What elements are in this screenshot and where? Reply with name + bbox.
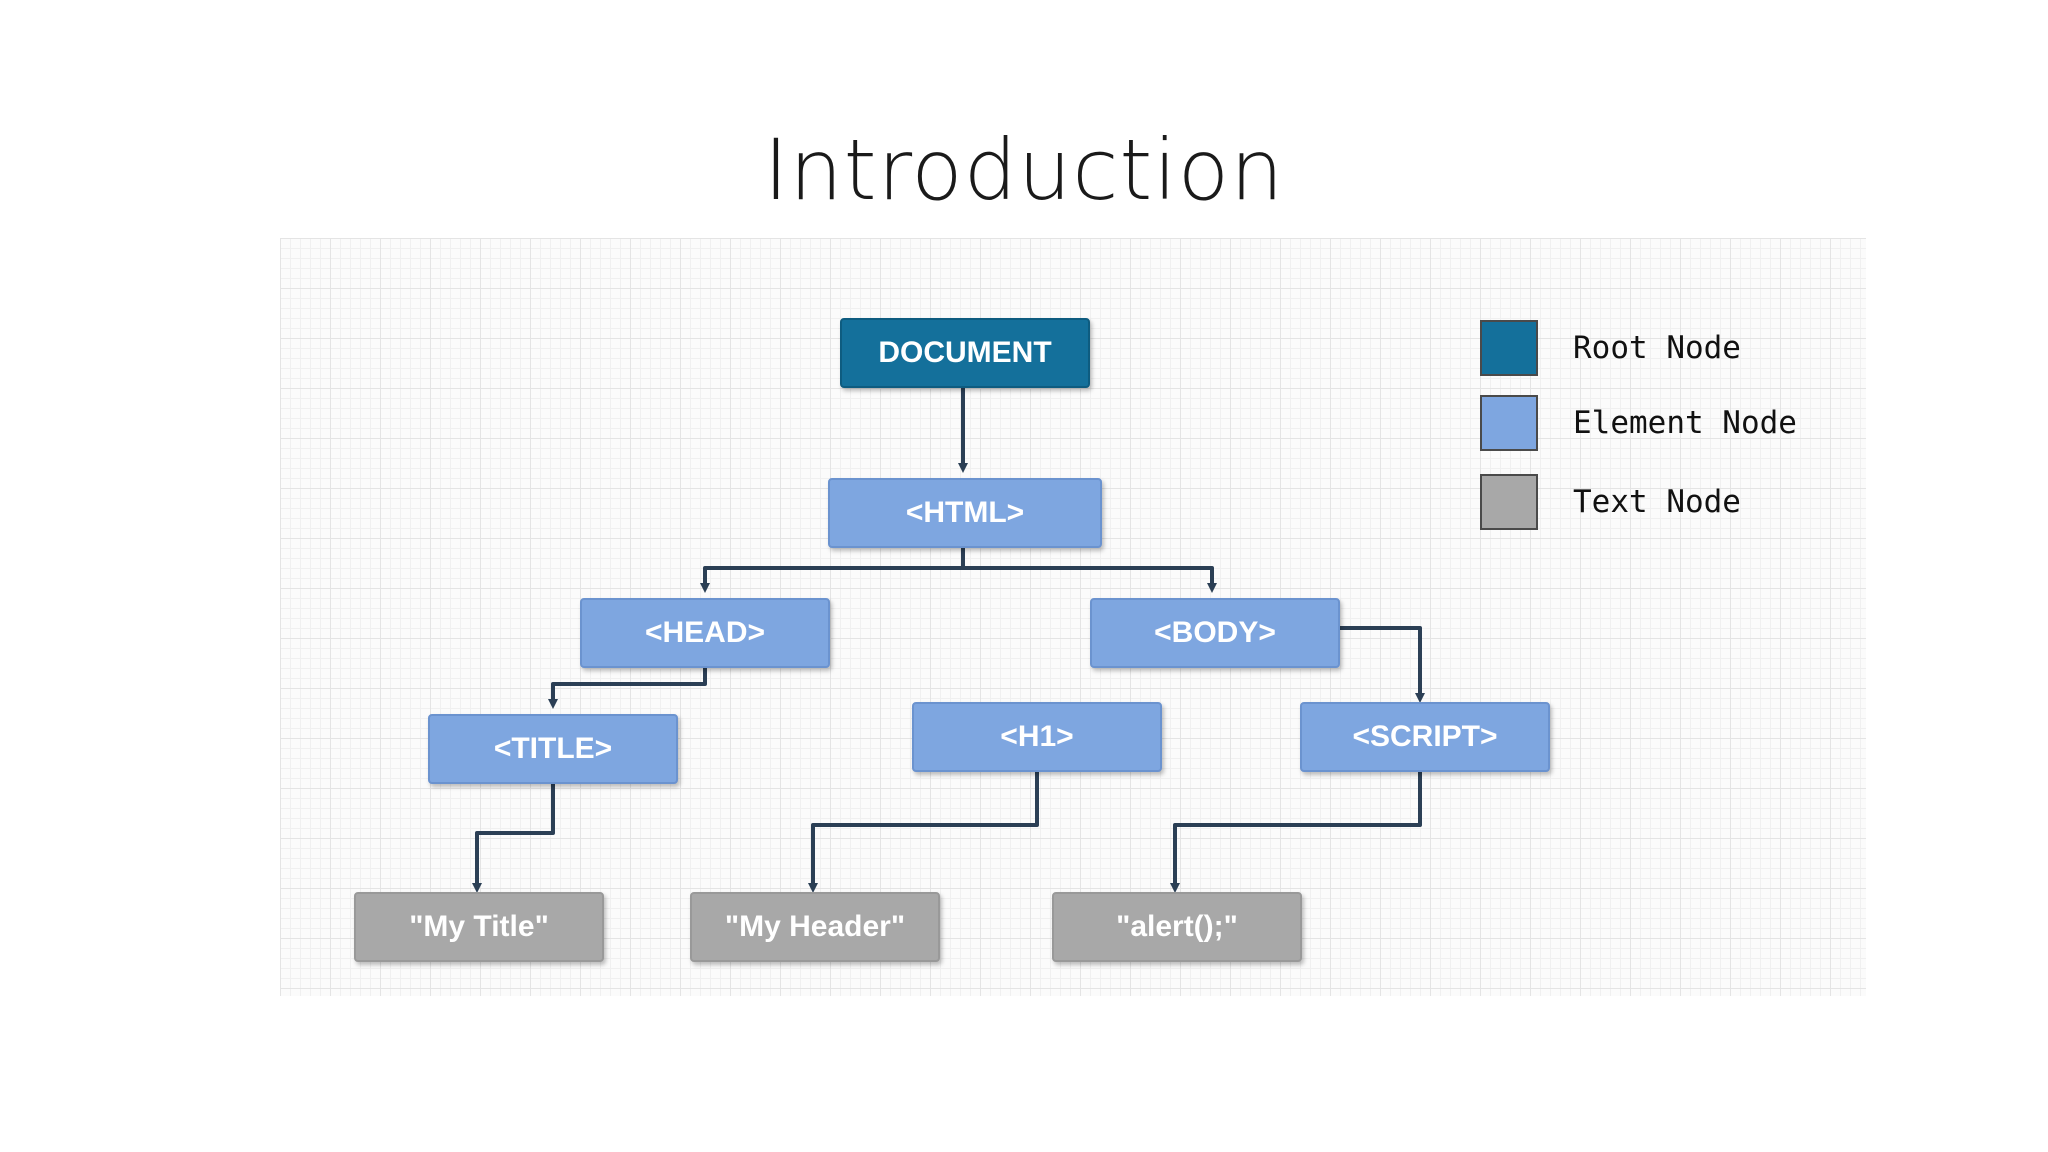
node-text-my-header: "My Header" bbox=[690, 892, 940, 962]
edge-html-body bbox=[963, 566, 1217, 593]
tree-connectors bbox=[472, 388, 1425, 893]
edge-body-script bbox=[1340, 626, 1425, 703]
legend-label-text: Text Node bbox=[1573, 484, 1741, 520]
slide-title: Introduction bbox=[763, 121, 1285, 219]
edge-head-title bbox=[548, 663, 707, 709]
legend-swatch-element bbox=[1480, 395, 1538, 451]
node-h1: <H1> bbox=[912, 702, 1162, 772]
node-script: <SCRIPT> bbox=[1300, 702, 1550, 772]
legend-label-element: Element Node bbox=[1573, 405, 1797, 441]
edge-html-head bbox=[700, 543, 965, 593]
edge-title-mytitle bbox=[472, 780, 555, 893]
legend-swatch-root bbox=[1480, 320, 1538, 376]
node-html: <HTML> bbox=[828, 478, 1102, 548]
node-body: <BODY> bbox=[1090, 598, 1340, 668]
edge-h1-myheader bbox=[808, 768, 1039, 893]
node-title-tag: <TITLE> bbox=[428, 714, 678, 784]
legend-swatch-text bbox=[1480, 474, 1538, 530]
dom-tree-diagram: DOCUMENT <HTML> <HEAD> <BODY> <TITLE> <H… bbox=[280, 238, 1866, 996]
node-text-my-title: "My Title" bbox=[354, 892, 604, 962]
node-head: <HEAD> bbox=[580, 598, 830, 668]
edge-script-alert bbox=[1170, 768, 1422, 893]
node-text-alert: "alert();" bbox=[1052, 892, 1302, 962]
legend-label-root: Root Node bbox=[1573, 330, 1741, 366]
node-document: DOCUMENT bbox=[840, 318, 1090, 388]
